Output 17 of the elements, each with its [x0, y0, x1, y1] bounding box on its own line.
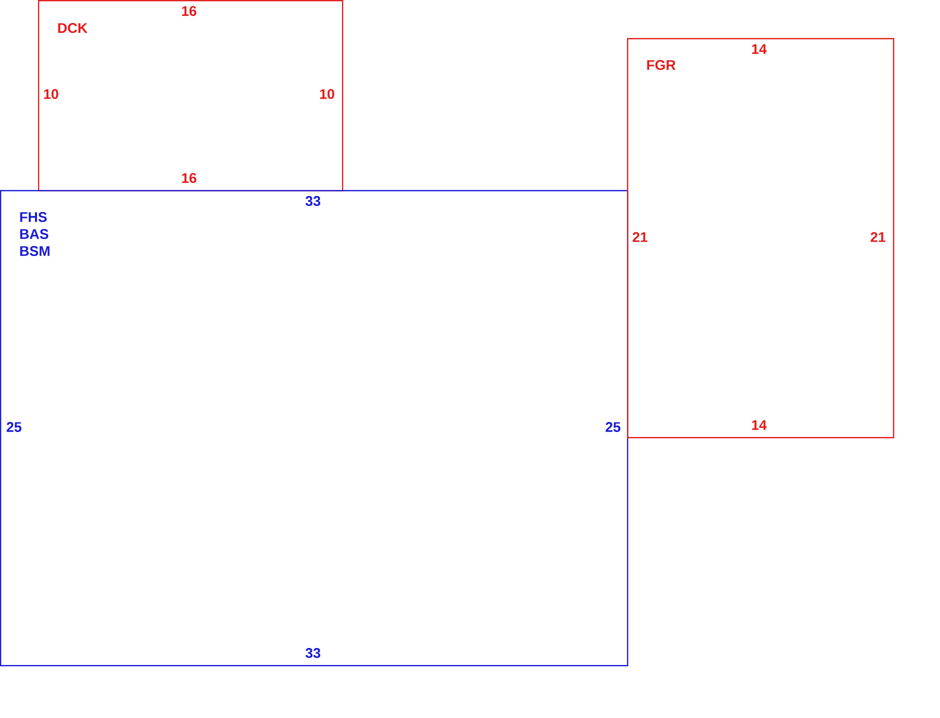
- dimension-label: 14: [752, 420, 767, 430]
- room-label: FHS: [20, 212, 47, 222]
- room-label: FGR: [647, 60, 676, 70]
- room-label: DCK: [58, 23, 88, 33]
- dimension-label: 14: [752, 44, 767, 54]
- dimension-label: 10: [320, 89, 334, 99]
- dimension-label: 10: [44, 89, 58, 99]
- room-label: BAS: [20, 229, 48, 239]
- dimension-label: 16: [182, 173, 196, 183]
- dimension-label: 25: [606, 422, 620, 432]
- dimension-label: 16: [182, 6, 196, 16]
- dimension-label: 21: [632, 232, 648, 242]
- dimension-label: 21: [870, 232, 886, 242]
- dimension-label: 33: [306, 196, 320, 206]
- dimension-label: 25: [6, 422, 22, 432]
- dimension-label: 33: [306, 648, 320, 658]
- room-label: BSM: [20, 246, 50, 256]
